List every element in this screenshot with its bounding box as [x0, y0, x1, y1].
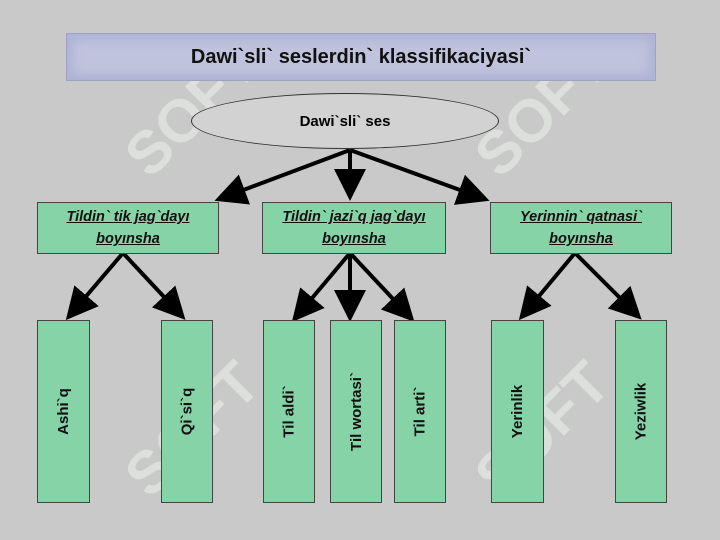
- root-label: Dawi`sli` ses: [299, 112, 391, 130]
- leaf-label: Yerinlik: [509, 384, 526, 439]
- leaf-label: Qi`si`q: [178, 387, 196, 436]
- arrow-cat1-to-leaf1: [65, 251, 125, 321]
- category-line2: boyınsha: [322, 231, 386, 247]
- category-box-horizontal: Tildin` jazi`q jag`dayı boyınsha: [262, 202, 446, 254]
- leaf-box: Qi`si`q: [161, 320, 213, 503]
- arrow-root-to-cat1: [214, 148, 351, 205]
- leaf-box: Til wortasi`: [330, 320, 382, 503]
- category-line2: boyınsha: [549, 231, 613, 247]
- root-node: Dawi`sli` ses: [191, 93, 499, 149]
- arrow-cat1-to-leaf2: [121, 251, 186, 320]
- arrow-cat2-to-leaf3: [291, 251, 352, 323]
- category-line1: Tildin` tik jag`dayı: [66, 209, 190, 225]
- page-title: Dawi`sli` seslerdin` klassifikaciyasi`: [190, 45, 532, 68]
- leaf-label: Ashi`q: [54, 388, 72, 435]
- leaf-label: Til wortasi`: [347, 372, 365, 451]
- title-banner: Dawi`sli` seslerdin` klassifikaciyasi`: [66, 33, 656, 81]
- leaf-label: Yeziwlik: [632, 382, 650, 441]
- leaf-label: Til arti`: [411, 386, 429, 437]
- leaf-box: Ashi`q: [37, 320, 90, 503]
- leaf-label: Til aldi`: [280, 385, 298, 438]
- leaf-box: Yerinlik: [491, 320, 544, 503]
- arrow-cat3-to-leaf7: [573, 251, 642, 320]
- category-box-vertical: Tildin` tik jag`dayı boyınsha: [37, 202, 219, 254]
- arrow-cat2-to-leaf5: [348, 251, 415, 322]
- category-box-rounding: Yerinnin` qatnasi` boyınsha: [490, 202, 672, 254]
- category-line2: boyınsha: [96, 231, 160, 247]
- category-line1: Yerinnin` qatnasi`: [520, 209, 642, 225]
- arrow-cat3-to-leaf6: [518, 251, 577, 321]
- arrow-root-to-cat3: [349, 148, 490, 205]
- leaf-box: Yeziwlik: [615, 320, 667, 503]
- leaf-box: Til aldi`: [263, 320, 315, 503]
- category-line1: Tildin` jazi`q jag`dayı: [282, 209, 426, 225]
- leaf-box: Til arti`: [394, 320, 446, 503]
